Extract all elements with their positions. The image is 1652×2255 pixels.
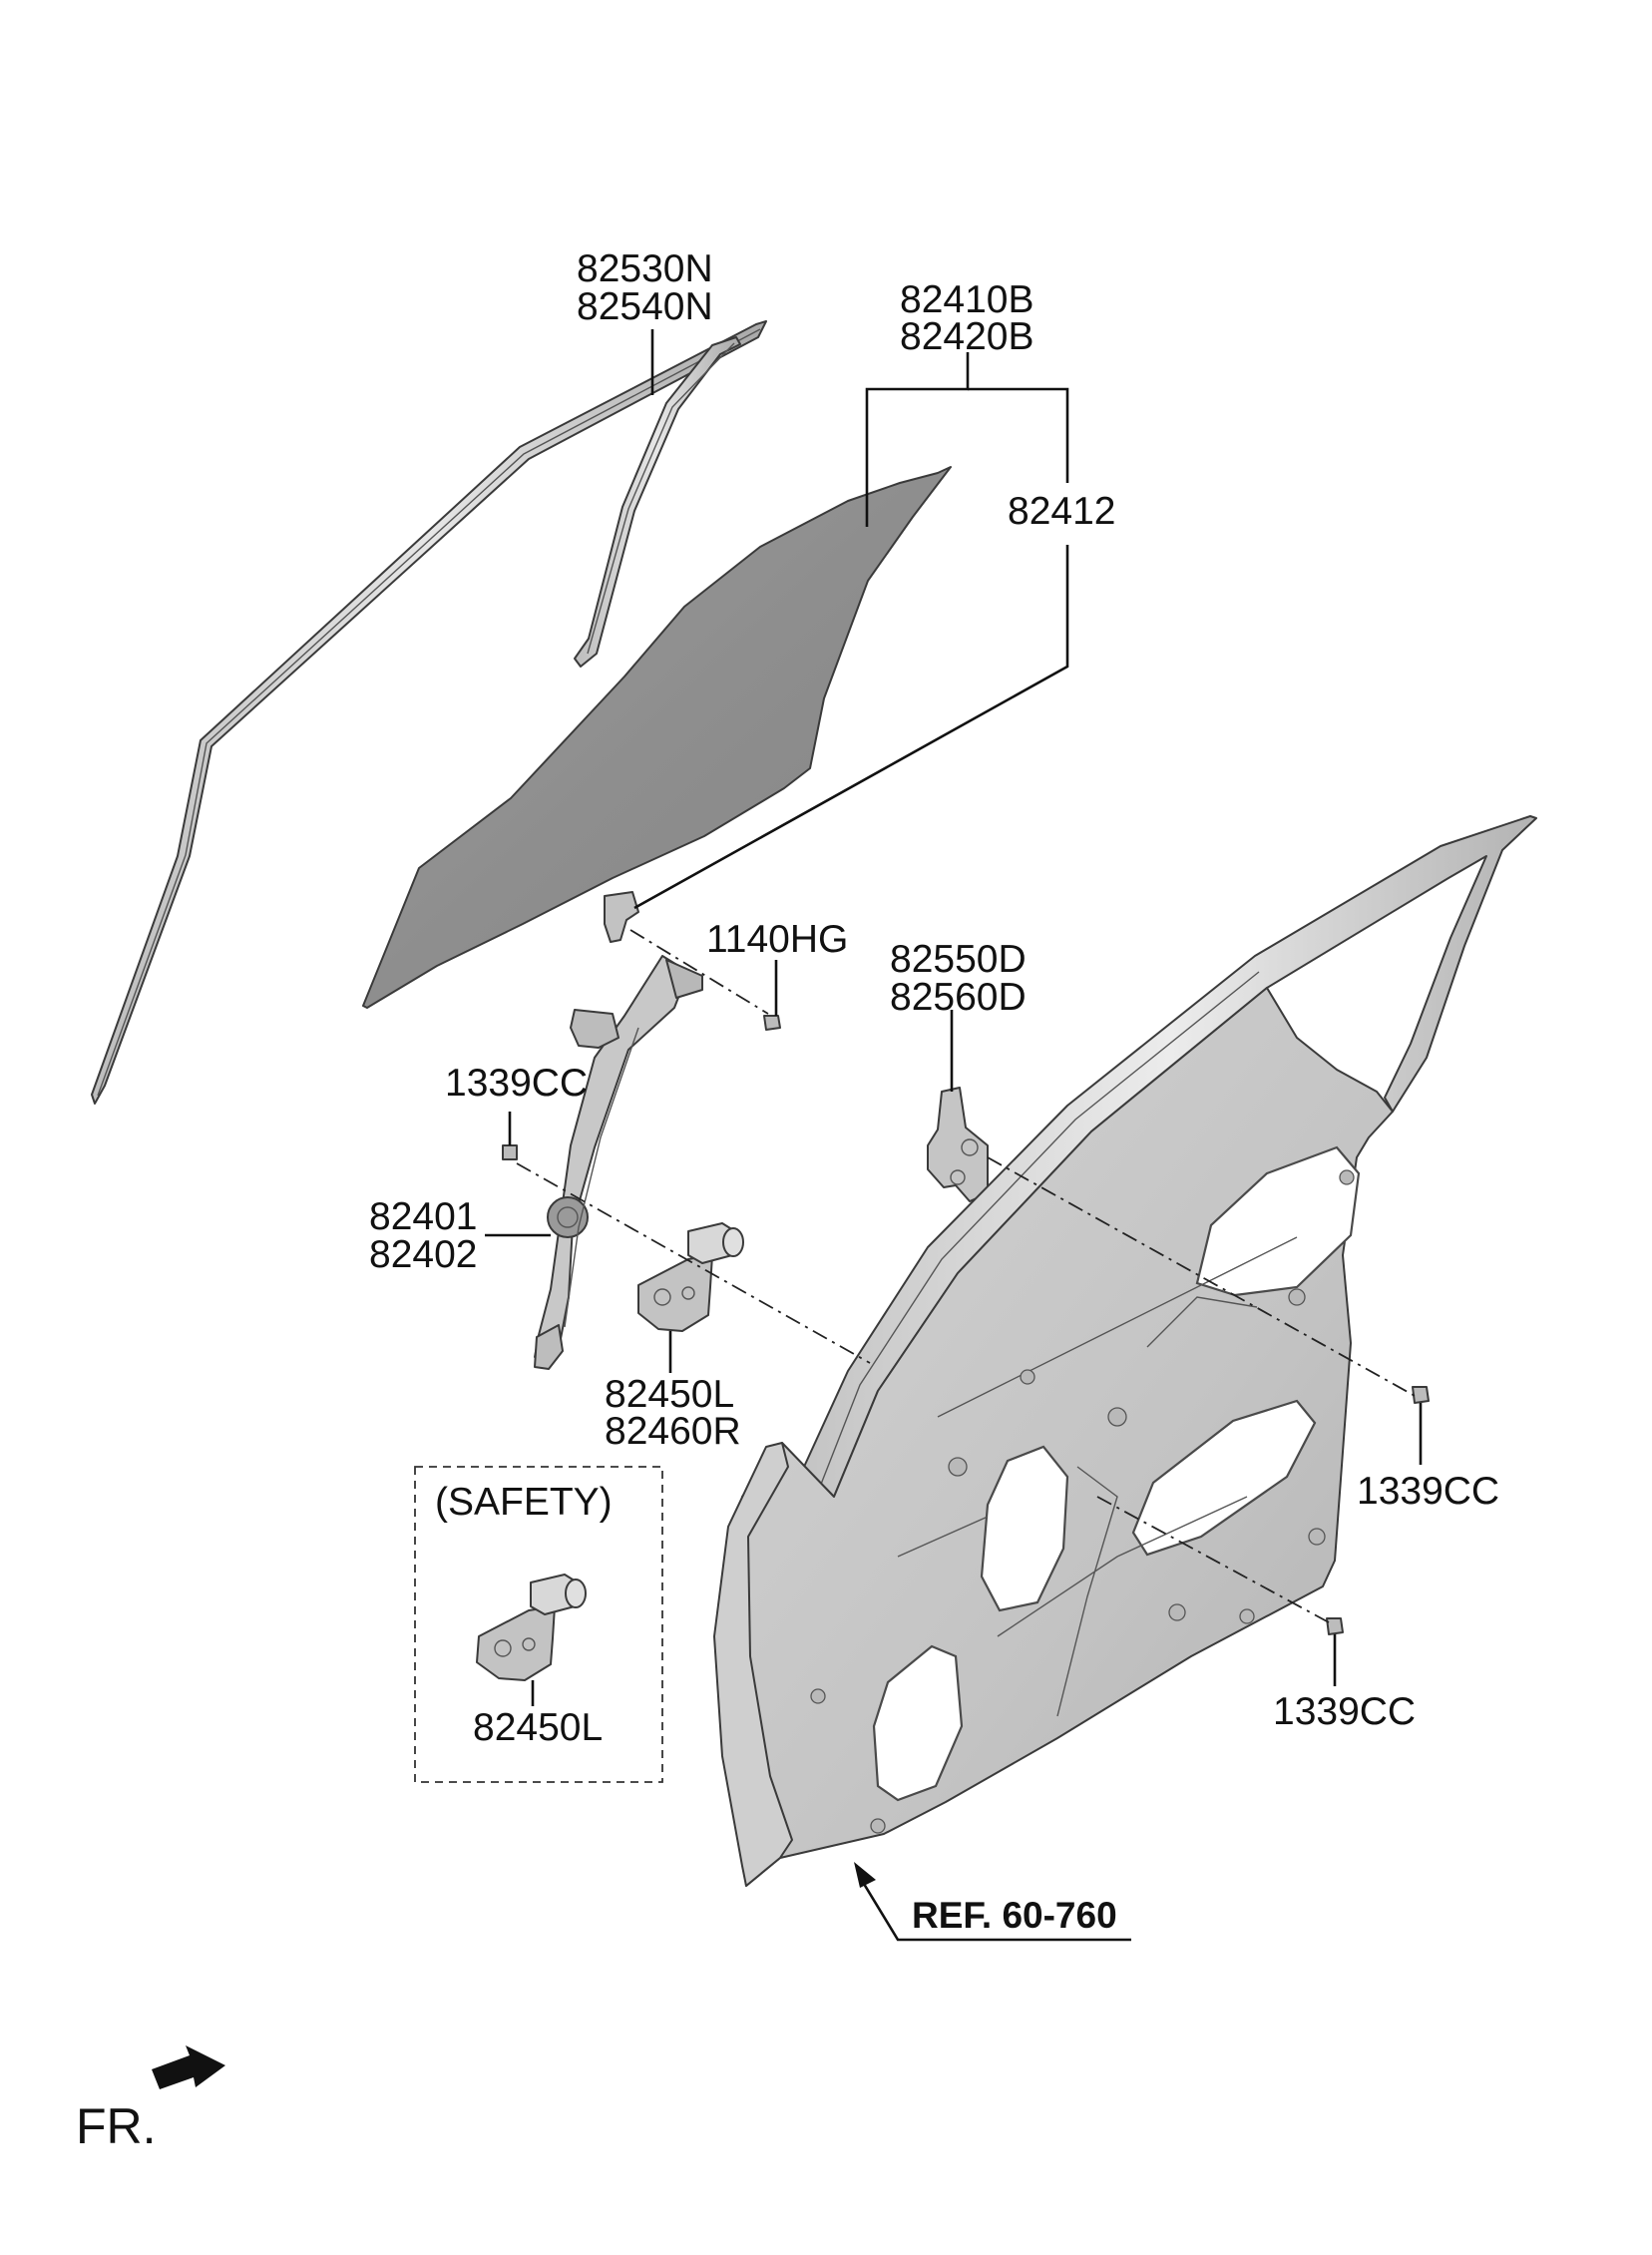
label-screw-left: 1339CC [445, 1062, 588, 1105]
label-bolt-top: 1140HG [706, 918, 848, 961]
regulator-motor-part [637, 1222, 744, 1332]
safety-box [414, 1466, 663, 1783]
front-direction-arrow [152, 2045, 225, 2089]
label-reference: REF. 60-760 [912, 1895, 1117, 1936]
dash-lines [516, 929, 1418, 1623]
label-rear-channel-2: 82560D [890, 976, 1027, 1019]
label-glass-assembly-1: 82410B [900, 278, 1033, 321]
label-front-direction: FR. [76, 2098, 157, 2154]
door-inner-panel-part [713, 815, 1537, 1887]
safety-motor-part [476, 1574, 587, 1681]
leader-lines [485, 329, 1423, 1942]
screw-right-lower-part [1326, 1617, 1344, 1635]
glass-holder-bracket-part [604, 891, 639, 943]
label-glass: 82412 [1008, 490, 1115, 533]
label-screw-right-upper: 1339CC [1357, 1470, 1499, 1513]
label-motor-2: 82460R [605, 1410, 741, 1453]
window-regulator-part [534, 955, 703, 1370]
screw-right-upper-part [1412, 1386, 1430, 1404]
label-motor-1: 82450L [605, 1373, 734, 1416]
label-safety: (SAFETY) [435, 1481, 613, 1524]
screw-left-part [502, 1144, 518, 1160]
label-channel-run-2: 82540N [577, 285, 713, 328]
door-glass-part [362, 466, 952, 1009]
label-safety-motor: 82450L [473, 1706, 603, 1749]
bolt-1140hg-part [763, 1015, 781, 1031]
label-regulator-1: 82401 [369, 1195, 477, 1238]
label-regulator-2: 82402 [369, 1233, 477, 1276]
rear-lower-channel-part [927, 1087, 989, 1202]
label-channel-run-1: 82530N [577, 247, 713, 290]
label-screw-right-lower: 1339CC [1273, 1690, 1416, 1733]
label-glass-assembly-2: 82420B [900, 315, 1033, 358]
label-rear-channel-1: 82550D [890, 938, 1027, 981]
door-channel-run-part [91, 320, 767, 1105]
